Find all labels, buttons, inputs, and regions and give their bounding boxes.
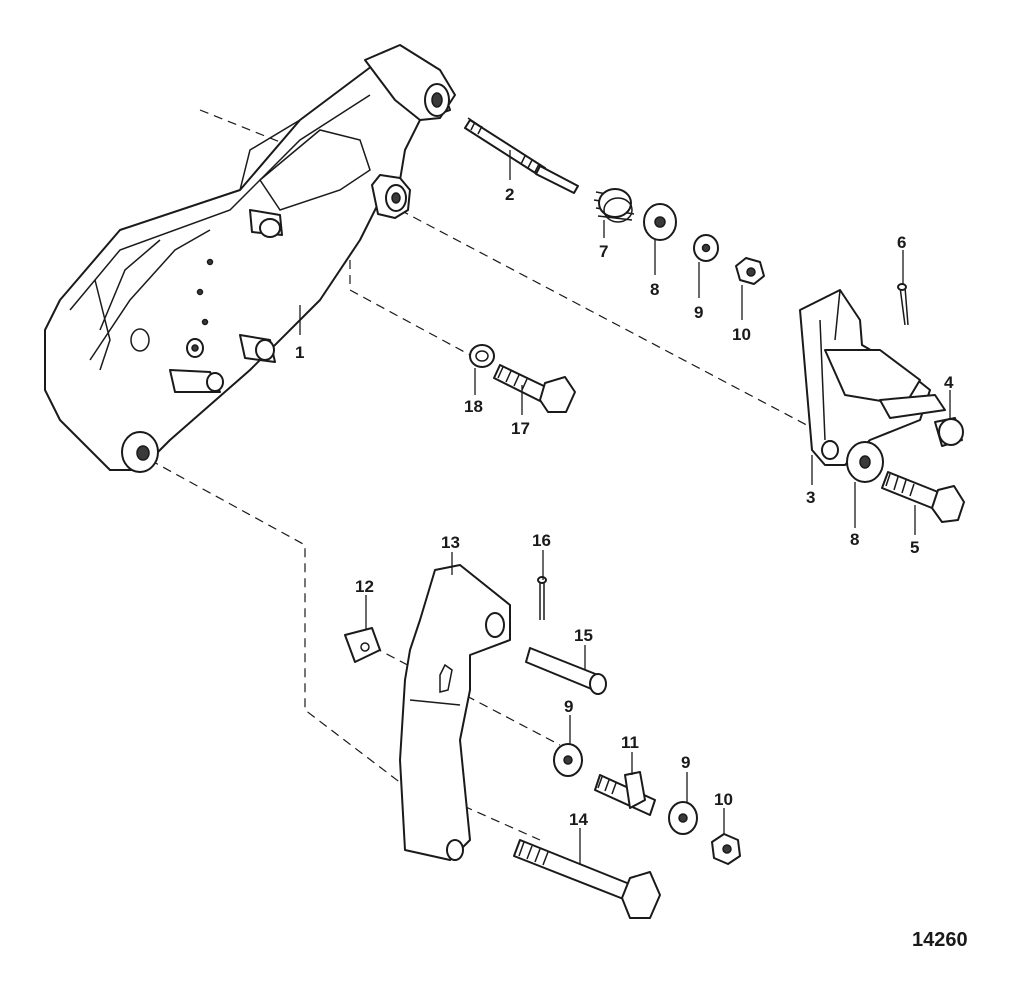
part-7-spring	[593, 188, 635, 223]
part-17-bolt	[493, 364, 576, 413]
callout-17: 17	[511, 419, 530, 438]
leader-lines	[299, 150, 951, 865]
part-13-lower-arm	[399, 564, 511, 861]
part-11-stud	[594, 771, 656, 816]
part-9-washer-lower	[668, 801, 698, 835]
callout-16: 16	[532, 531, 551, 550]
part-8-washer-upper	[643, 203, 677, 241]
callout-1: 1	[295, 343, 304, 362]
part-12-clip	[344, 627, 381, 663]
callout-12: 12	[355, 577, 374, 596]
callout-14: 14	[569, 810, 588, 829]
part-6-cotter-pin	[897, 283, 909, 326]
callout-15: 15	[574, 626, 593, 645]
callout-10-upper: 10	[732, 325, 751, 344]
part-10-nut-lower	[711, 833, 741, 865]
reference-number: 14260	[912, 929, 968, 951]
part-2-stud	[464, 117, 579, 194]
part-1-main-bracket	[44, 44, 456, 473]
part-10-nut-upper	[735, 257, 765, 285]
callout-8-lower: 8	[850, 530, 859, 549]
callout-13: 13	[441, 533, 460, 552]
part-15-pin	[525, 647, 607, 695]
callout-9-lower: 9	[681, 753, 690, 772]
callout-6: 6	[897, 233, 906, 252]
callout-4: 4	[944, 373, 954, 392]
callout-10-lower: 10	[714, 790, 733, 809]
part-18-lock-washer	[469, 344, 495, 368]
callout-8-upper: 8	[650, 280, 659, 299]
part-9-washer-upper	[693, 234, 719, 262]
part-9-washer-middle	[553, 743, 583, 777]
callout-3: 3	[806, 488, 815, 507]
part-5-bolt	[881, 471, 965, 523]
callout-9-middle: 9	[564, 697, 573, 716]
callout-18: 18	[464, 397, 483, 416]
callout-5: 5	[910, 538, 919, 557]
callout-2: 2	[505, 185, 514, 204]
part-16-cotter-pin	[537, 576, 547, 620]
callout-9-upper: 9	[694, 303, 703, 322]
callout-labels: 1 2 7 8 9 10 6 4 3 8 5 18 17 13 16 12 15…	[295, 185, 954, 829]
callout-7: 7	[599, 242, 608, 261]
part-3-lever	[799, 289, 946, 466]
part-8-washer-lower	[846, 441, 884, 483]
callout-11: 11	[621, 733, 639, 752]
part-4-cap	[934, 417, 964, 447]
part-14-long-bolt	[513, 839, 661, 919]
